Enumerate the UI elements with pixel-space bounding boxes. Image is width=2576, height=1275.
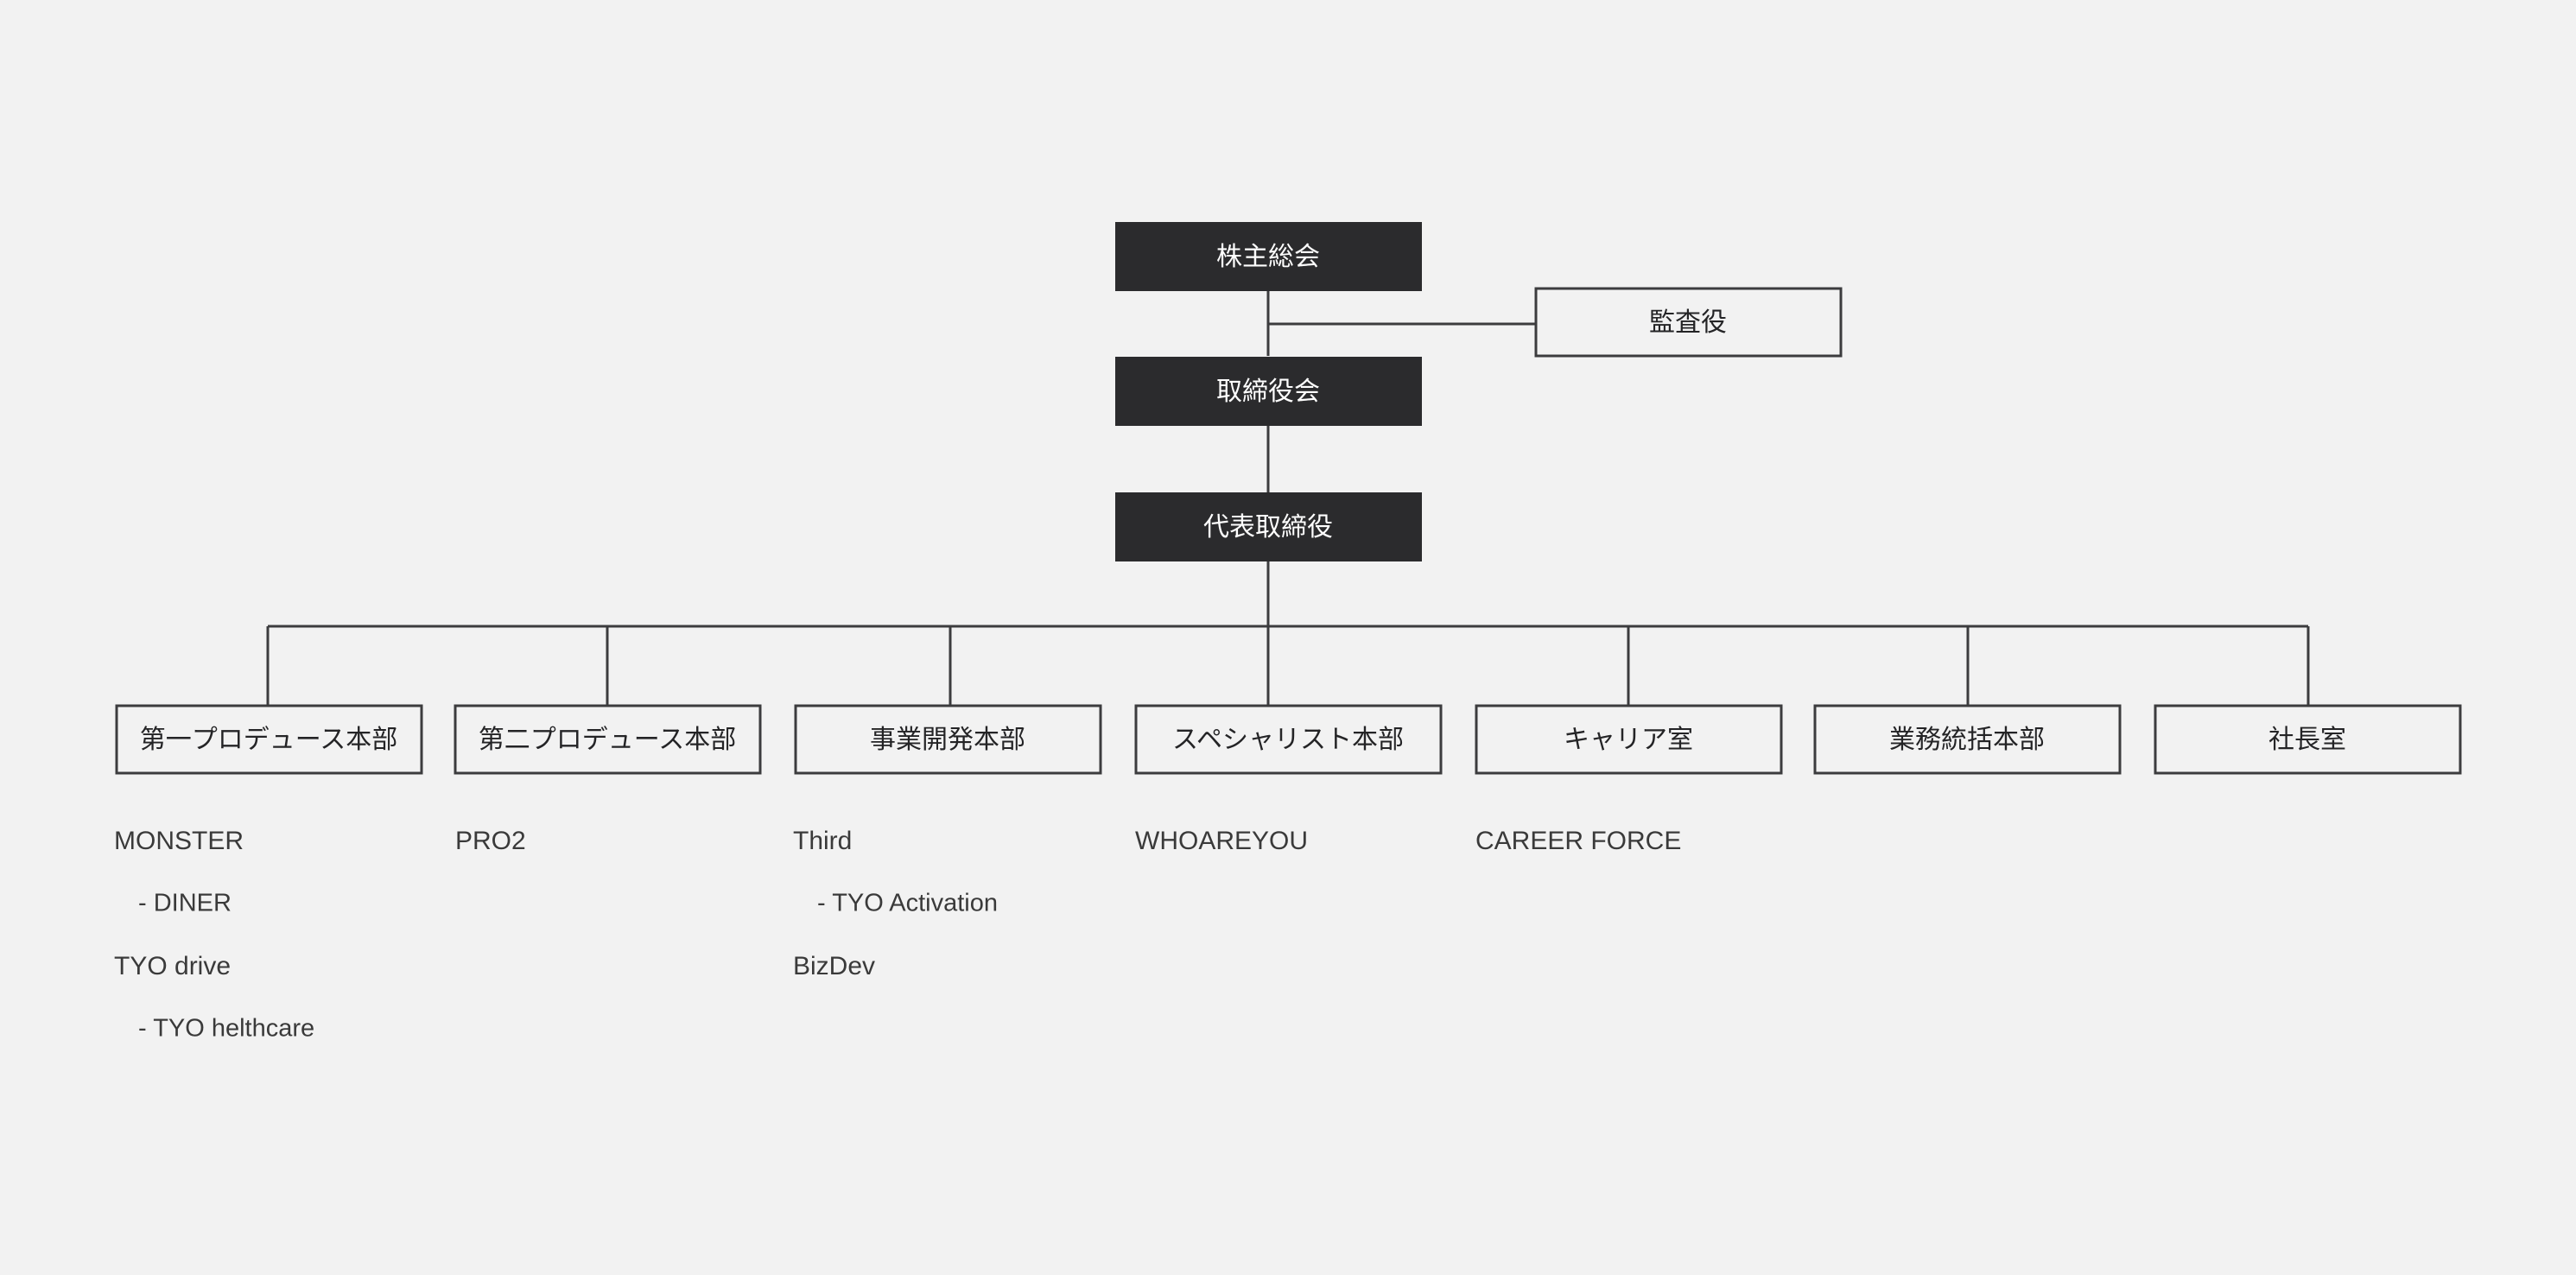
brand-column-2: PRO2 (455, 827, 526, 855)
brand-column-5: CAREER FORCE (1475, 827, 1681, 855)
brand-item-1-3: TYO drive (114, 952, 231, 980)
brand-item-4-1: WHOAREYOU (1135, 827, 1308, 855)
division-box-5 (1475, 704, 1783, 775)
brand-column-4: WHOAREYOU (1135, 827, 1308, 855)
division-node-7[interactable]: 社長室 (2154, 704, 2462, 775)
node-board-of-directors-box (1115, 357, 1422, 426)
brand-item-1-2: - DINER (138, 890, 232, 917)
brand-column-1: MONSTER - DINER TYO drive - TYO helthcar… (114, 827, 314, 1043)
division-node-4[interactable]: スペシャリスト本部 (1134, 704, 1443, 775)
division-label-3: 事業開発本部 (870, 726, 1025, 754)
division-node-1[interactable]: 第一プロデュース本部 (115, 704, 423, 775)
brand-item-5-1: CAREER FORCE (1475, 827, 1681, 855)
division-box-7 (2154, 704, 2462, 775)
division-box-6 (1813, 704, 2122, 775)
brand-column-3: Third - TYO Activation BizDev (793, 827, 998, 980)
node-representative-director-box (1115, 492, 1422, 561)
node-shareholders-meeting-label: 株主総会 (1216, 243, 1320, 271)
division-label-5: キャリア室 (1564, 726, 1693, 754)
node-board-of-directors-label: 取締役会 (1216, 377, 1320, 406)
connector-group (266, 290, 2310, 706)
division-box-2 (454, 704, 762, 775)
node-auditor-label: 監査役 (1649, 308, 1727, 337)
node-representative-director-label: 代表取締役 (1203, 513, 1333, 542)
division-label-1: 第一プロデュース本部 (140, 726, 398, 754)
brand-item-3-3: BizDev (793, 952, 875, 980)
division-node-6[interactable]: 業務統括本部 (1813, 704, 2122, 775)
node-auditor-box (1534, 287, 1843, 358)
node-shareholders-meeting[interactable]: 株主総会 (1115, 222, 1422, 291)
division-node-2[interactable]: 第二プロデュース本部 (454, 704, 762, 775)
division-node-5[interactable]: キャリア室 (1475, 704, 1783, 775)
node-representative-director[interactable]: 代表取締役 (1115, 492, 1422, 561)
node-auditor[interactable]: 監査役 (1534, 287, 1843, 358)
brand-item-1-1: MONSTER (114, 827, 244, 855)
brand-item-3-2: - TYO Activation (817, 890, 998, 917)
division-label-4: スペシャリスト本部 (1172, 726, 1404, 754)
brand-item-1-4: - TYO helthcare (138, 1015, 314, 1043)
division-label-2: 第二プロデュース本部 (479, 726, 737, 754)
division-box-3 (794, 704, 1102, 775)
division-node-3[interactable]: 事業開発本部 (794, 704, 1102, 775)
node-board-of-directors[interactable]: 取締役会 (1115, 357, 1422, 426)
brand-item-3-1: Third (793, 827, 852, 855)
node-shareholders-meeting-box (1115, 222, 1422, 291)
brand-item-2-1: PRO2 (455, 827, 526, 855)
division-label-6: 業務統括本部 (1889, 726, 2045, 754)
division-label-7: 社長室 (2268, 726, 2346, 754)
division-box-1 (115, 704, 423, 775)
division-box-4 (1134, 704, 1443, 775)
